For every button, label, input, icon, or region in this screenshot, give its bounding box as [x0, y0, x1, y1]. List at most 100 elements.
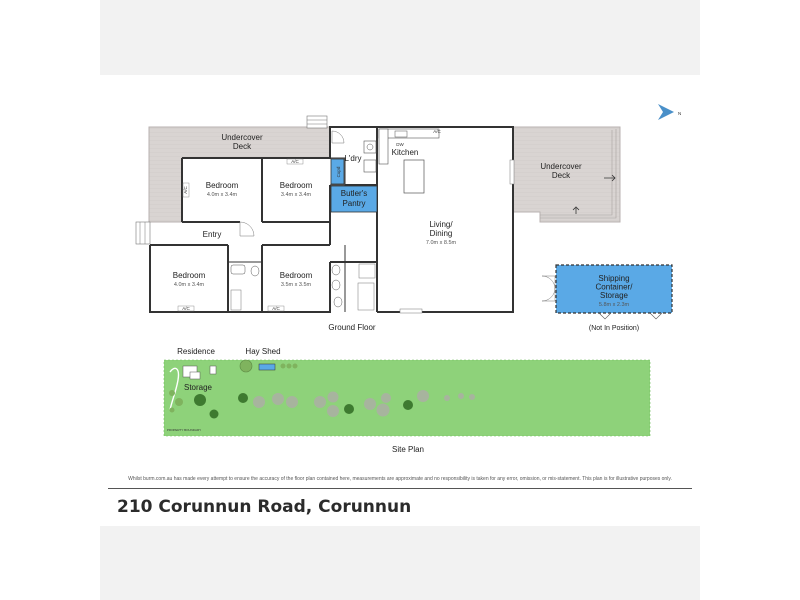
door-swing-icon	[239, 221, 255, 237]
tree-icon	[238, 393, 248, 403]
sink-icon	[394, 130, 408, 138]
bedroom3-size: 4.0m x 3.4m	[174, 282, 205, 288]
basin-icon	[331, 279, 341, 291]
bedroom4-size: 3.5m x 3.5m	[281, 282, 312, 288]
site-plan-label: Site Plan	[392, 445, 424, 454]
bedroom2-ac: A/C	[291, 159, 299, 164]
bedroom4-ac: A/C	[272, 306, 280, 311]
tree-icon	[194, 394, 206, 406]
bedroom4-name: Bedroom	[280, 271, 313, 280]
tree-icon	[327, 405, 339, 417]
bedroom2-name: Bedroom	[280, 181, 313, 190]
bedroom2-size: 3.4m x 3.4m	[281, 192, 312, 198]
tree-icon	[280, 363, 286, 369]
basin-icon	[331, 264, 341, 276]
bedroom1-size: 4.0m x 3.4m	[207, 192, 238, 198]
laundry-tub-icon	[363, 140, 377, 154]
entry-label: Entry	[203, 230, 222, 239]
bedroom1-ac: A/C	[183, 186, 188, 194]
kitchen-island	[403, 159, 425, 194]
boundary-note: PROPERTY BOUNDARY	[167, 428, 201, 432]
tree-group	[169, 359, 475, 419]
deck-arrow-icon	[604, 174, 616, 182]
ac-unit-icon	[182, 182, 190, 198]
tree-icon	[381, 393, 391, 403]
container-size: 5.8m x 2.3m	[599, 302, 630, 308]
tree-icon	[327, 391, 339, 403]
tree-icon	[286, 363, 292, 369]
site-boundary	[163, 359, 651, 437]
deck-arrow-icon	[572, 206, 580, 214]
hay-shed-label: Hay Shed	[245, 347, 280, 356]
container-door-icon	[598, 312, 663, 320]
tree-icon	[209, 409, 219, 419]
north-label: N	[678, 111, 681, 116]
kitchen-label: Kitchen	[392, 148, 419, 157]
room-dividers	[228, 157, 346, 312]
tree-icon	[376, 403, 390, 417]
kitchen-ac-label: A/C	[433, 129, 441, 134]
tree-icon	[272, 393, 284, 405]
deck-steps	[306, 115, 328, 129]
living-size: 7.0m x 8.5m	[426, 240, 457, 246]
door-swing-icon	[331, 130, 345, 144]
tree-icon	[469, 394, 475, 400]
residence-wing	[189, 371, 201, 380]
tree-icon	[286, 396, 298, 408]
butlers-pantry-room	[330, 185, 378, 213]
kitchen-side-bench	[378, 128, 389, 165]
tree-icon	[458, 393, 464, 399]
storage-building	[209, 365, 217, 375]
ac-unit-icon	[286, 158, 304, 165]
bottom-banner	[100, 526, 700, 600]
tree-icon	[344, 404, 354, 414]
linen-icon	[358, 263, 376, 279]
toilet-icon	[333, 296, 343, 308]
laundry-label: L'dry	[344, 154, 361, 163]
tree-icon	[314, 396, 326, 408]
cupboard-label: Cupd	[336, 166, 341, 177]
ac-unit-icon	[267, 305, 285, 312]
ac-unit-icon	[177, 305, 195, 312]
disclaimer: Whilst burm.com.au has made every attemp…	[128, 476, 672, 482]
tree-icon	[417, 390, 429, 402]
property-address: 210 Corunnun Road, Corunnun	[117, 497, 412, 517]
window	[509, 159, 515, 185]
tree-icon	[403, 400, 413, 410]
bedroom3-name: Bedroom	[173, 271, 206, 280]
north-arrow-icon: N	[658, 104, 681, 120]
side-steps	[135, 221, 151, 245]
vanity-icon	[230, 264, 246, 275]
cupboard-room	[330, 158, 345, 185]
container-note: (Not In Position)	[589, 325, 639, 332]
hay-shed-building	[258, 363, 276, 371]
living-label: Living/Dining	[429, 220, 453, 238]
tree-icon	[175, 398, 183, 406]
tree-icon	[253, 396, 265, 408]
container-door-icon	[541, 275, 556, 302]
tree-icon	[169, 407, 175, 413]
driveway	[169, 367, 180, 411]
toilet-icon	[250, 265, 260, 277]
tree-icon	[239, 359, 253, 373]
divider	[108, 488, 692, 489]
washer-icon	[363, 159, 377, 173]
tree-icon	[444, 395, 450, 401]
bedroom1-name: Bedroom	[206, 181, 239, 190]
top-banner	[100, 0, 700, 75]
tree-icon	[292, 363, 298, 369]
shower-icon	[230, 289, 242, 311]
residence-label: Residence	[177, 347, 215, 356]
site-land	[164, 360, 650, 436]
window	[399, 308, 423, 314]
bath-icon	[357, 282, 375, 311]
tree-icon	[169, 390, 175, 396]
ground-floor-label: Ground Floor	[328, 323, 375, 332]
bedroom3-ac: A/C	[182, 306, 190, 311]
